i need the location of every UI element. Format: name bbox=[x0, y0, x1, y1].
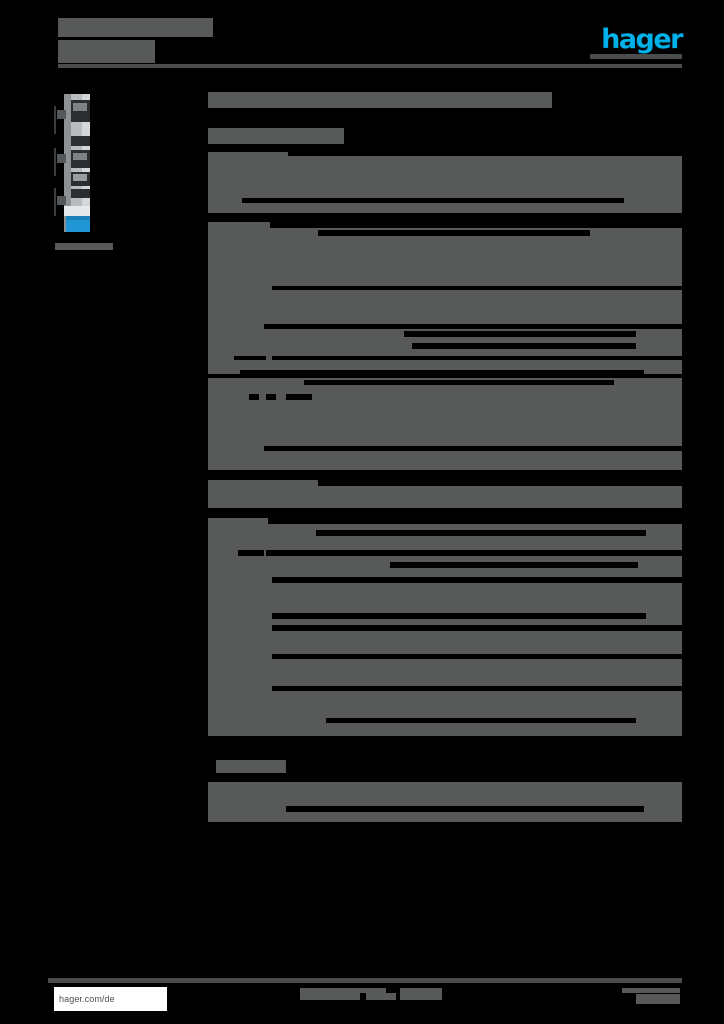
hager-logo[interactable]: hager bbox=[590, 23, 683, 55]
page-title bbox=[208, 92, 552, 108]
section-heading-3 bbox=[208, 480, 318, 486]
footer-center-4 bbox=[400, 988, 442, 1000]
value-4-7 bbox=[272, 625, 682, 631]
row-5-3 bbox=[208, 814, 682, 822]
value-4-1 bbox=[316, 530, 646, 536]
value-4-6 bbox=[272, 613, 646, 619]
row-1-1 bbox=[208, 156, 682, 174]
footer-right-1 bbox=[622, 988, 680, 993]
product-image-caption bbox=[55, 243, 113, 250]
row-4-11 bbox=[208, 686, 682, 696]
row-4-14 bbox=[208, 728, 682, 736]
value-2-6 bbox=[404, 331, 636, 337]
value-4-4 bbox=[272, 577, 682, 583]
value-2-13 bbox=[264, 446, 682, 451]
product-image bbox=[52, 88, 118, 238]
row-2-14 bbox=[208, 452, 682, 470]
value-2-8b bbox=[272, 356, 682, 360]
fuse-switch-disconnector-icon bbox=[52, 88, 118, 238]
value-2-10 bbox=[304, 380, 614, 385]
footer-center-2 bbox=[300, 993, 360, 1000]
dot-2-11b bbox=[266, 394, 276, 400]
row-1-5 bbox=[208, 206, 682, 213]
row-4-10 bbox=[208, 664, 682, 686]
row-4-13 bbox=[208, 718, 682, 728]
hager-logo-text: hager bbox=[601, 23, 683, 55]
value-2-1 bbox=[318, 230, 590, 236]
value-4-3 bbox=[390, 562, 638, 568]
value-1-4 bbox=[242, 198, 624, 203]
header-divider bbox=[58, 64, 682, 68]
dot-2-11a bbox=[249, 394, 259, 400]
value-5-2 bbox=[286, 806, 644, 812]
footer-center-1 bbox=[300, 988, 386, 993]
row-4-12 bbox=[208, 696, 682, 718]
value-4-2a bbox=[238, 550, 264, 556]
row-4-1 bbox=[208, 524, 682, 548]
row-2-2 bbox=[208, 244, 682, 286]
row-2-11 bbox=[208, 390, 682, 402]
footer-center-3 bbox=[366, 993, 396, 1000]
row-1-3 bbox=[208, 184, 682, 198]
row-1-2 bbox=[208, 174, 682, 184]
row-2-9 bbox=[208, 364, 682, 374]
row-4-9 bbox=[208, 654, 682, 664]
value-2-8a bbox=[234, 356, 266, 360]
value-4-9 bbox=[272, 654, 682, 659]
row-5-1 bbox=[208, 782, 682, 794]
subtitle bbox=[208, 128, 344, 144]
value-2-9 bbox=[240, 370, 644, 375]
row-2-4 bbox=[208, 290, 682, 324]
header-title-line-2 bbox=[58, 40, 155, 63]
value-2-5 bbox=[264, 324, 682, 329]
specification-table bbox=[208, 88, 682, 828]
row-3-1 bbox=[208, 486, 682, 508]
value-4-13 bbox=[326, 718, 636, 723]
dot-2-11c bbox=[286, 394, 312, 400]
section-heading-5 bbox=[216, 760, 286, 773]
footer-url-box[interactable]: hager.com/de bbox=[54, 987, 167, 1011]
row-2-12 bbox=[208, 402, 682, 446]
footer-right-2 bbox=[636, 994, 680, 1004]
logo-underline bbox=[590, 54, 682, 59]
value-4-11 bbox=[272, 686, 682, 691]
header-title-line-1 bbox=[58, 18, 213, 37]
row-4-8 bbox=[208, 636, 682, 654]
section-heading-1 bbox=[208, 152, 288, 156]
section-heading-4 bbox=[208, 518, 268, 524]
section-heading-2 bbox=[208, 222, 270, 228]
footer-url-text: hager.com/de bbox=[59, 994, 115, 1004]
row-4-5 bbox=[208, 588, 682, 612]
value-2-7 bbox=[412, 343, 636, 349]
title-block bbox=[208, 88, 494, 92]
value-2-3 bbox=[272, 286, 682, 290]
value-4-2b bbox=[266, 550, 682, 556]
footer-divider bbox=[48, 978, 682, 983]
